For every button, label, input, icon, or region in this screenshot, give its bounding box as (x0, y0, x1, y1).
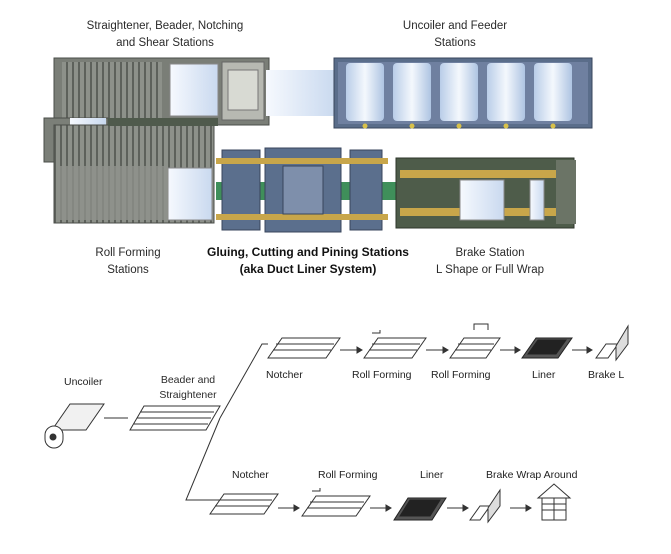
flow-bottom-roll-forming: Roll Forming (318, 469, 378, 481)
flow-top-roll-forming-1: Roll Forming (352, 369, 412, 381)
brake-l-icon (595, 324, 629, 362)
flow-bottom-brake-wrap: Brake Wrap Around (486, 469, 578, 481)
roll-forming-station (43, 117, 218, 224)
label-roll-forming: Roll Forming Stations (95, 247, 161, 276)
liner-top-icon (521, 337, 573, 359)
label-straightener: Straightener, Beader, Notching and Shear… (86, 20, 244, 49)
brake-station (395, 157, 576, 229)
sheet-feed (266, 70, 336, 116)
brake-wrap-around-icon (536, 483, 572, 521)
roll-forming-bottom-icon (301, 488, 371, 517)
flow-top-liner: Liner (532, 369, 556, 381)
flow-uncoiler: Uncoiler (64, 376, 103, 388)
flow-bottom-liner: Liner (420, 469, 444, 481)
notcher-top-icon (267, 337, 341, 359)
flow-arrows (278, 346, 593, 512)
flow-top-roll-forming-2: Roll Forming (431, 369, 491, 381)
liner-bottom-icon (393, 497, 447, 521)
label-uncoiler-feeder: Uncoiler and Feeder Stations (402, 20, 508, 49)
label-gluing: Gluing, Cutting and Pining Stations (aka… (207, 245, 409, 276)
roll-forming-top-icon (363, 330, 427, 359)
flow-bottom-notcher: Notcher (232, 469, 269, 481)
flow-beader: Beader and Straightener (159, 374, 217, 401)
gluing-cutting-pining-station (216, 147, 396, 233)
roll-forming-top-2-icon (449, 323, 501, 359)
uncoiler-icon (44, 403, 105, 449)
brake-partial-icon (469, 488, 501, 524)
flow-top-notcher: Notcher (266, 369, 303, 381)
label-brake: Brake Station L Shape or Full Wrap (435, 247, 545, 276)
uncoiler-feeder-station (333, 57, 593, 129)
straightener-station (53, 57, 270, 126)
flow-top-brake-l: Brake L (588, 369, 625, 381)
beader-straightener-icon (129, 405, 221, 431)
notcher-bottom-icon (209, 493, 279, 515)
